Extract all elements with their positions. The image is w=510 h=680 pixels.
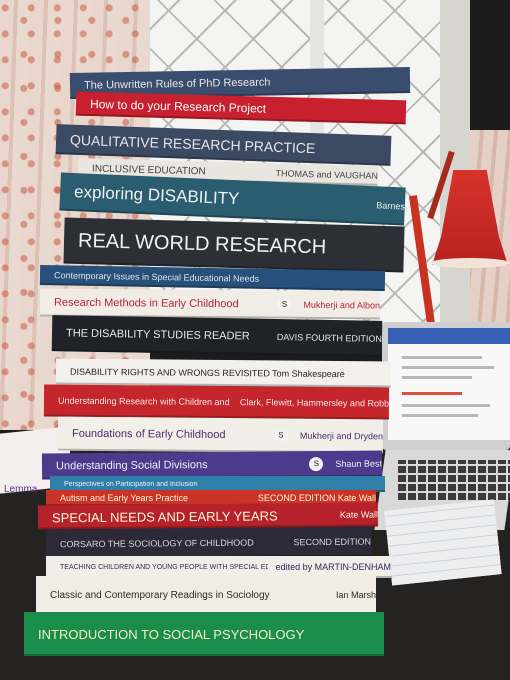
spiral-notebook: [384, 499, 502, 586]
book-spine: THE DISABILITY STUDIES READER DAVIS FOURT…: [51, 315, 383, 357]
book-title: Contemporary Issues in Special Education…: [53, 270, 260, 284]
publisher-logo-icon: S: [309, 457, 324, 472]
book-author: Ian Marsh: [335, 590, 376, 600]
book-spine: INTRODUCTION TO SOCIAL PSYCHOLOGY: [24, 612, 384, 656]
book-title: Foundations of Early Childhood: [71, 427, 226, 442]
book-title: Research Methods in Early Childhood: [53, 296, 239, 311]
book-spine: Autism and Early Years Practice SECOND ED…: [46, 490, 376, 506]
book-author: Barnes: [376, 200, 406, 212]
document-line: [402, 404, 490, 407]
book-title: TEACHING CHILDREN AND YOUNG PEOPLE WITH …: [60, 563, 268, 571]
document-highlight: [402, 392, 462, 395]
book-spine: REAL WORLD RESEARCH: [63, 217, 405, 273]
book-title: Understanding Research with Children and…: [57, 395, 232, 408]
document-line: [402, 366, 494, 369]
book-author: Mukherji and Dryden: [299, 430, 384, 442]
book-spine: SPECIAL NEEDS AND EARLY YEARS Kate Wall: [37, 502, 379, 530]
desk-lamp-rim: [430, 258, 510, 268]
book-title: Autism and Early Years Practice: [60, 493, 189, 503]
publisher-logo-icon: S: [273, 428, 289, 443]
book-spine: Perspectives on Participation and Inclus…: [50, 476, 385, 492]
book-spine: CORSARO THE SOCIOLOGY OF CHILDHOOD SECOND…: [45, 526, 372, 560]
book-title: How to do your Research Project: [89, 97, 267, 116]
book-spine: TEACHING CHILDREN AND YOUNG PEOPLE WITH …: [46, 556, 391, 578]
document-line: [402, 356, 482, 359]
book-title: SPECIAL NEEDS AND EARLY YEARS: [51, 507, 278, 525]
book-spine: Foundations of Early Childhood S Mukherji …: [57, 416, 384, 454]
paper-note: Lemma: [4, 484, 38, 495]
book-author: Clark, Flewitt, Hammersley and Robb: [239, 397, 390, 409]
laptop-screen: [388, 328, 510, 440]
book-author: THOMAS and VAUGHAN: [275, 168, 379, 181]
document-line: [402, 414, 478, 417]
publisher-logo-icon: S: [277, 297, 292, 312]
book-author: Mukherji and Albon: [303, 299, 381, 311]
book-title: Classic and Contemporary Readings in Soc…: [50, 589, 270, 601]
book-title: QUALITATIVE RESEARCH PRACTICE: [69, 131, 316, 157]
book-title: DISABILITY RIGHTS AND WRONGS REVISITED T…: [69, 366, 345, 380]
laptop-keyboard: [398, 460, 510, 500]
book-spine: Classic and Contemporary Readings in Soc…: [36, 576, 376, 614]
book-title: REAL WORLD RESEARCH: [77, 229, 327, 258]
book-title: exploring DISABILITY: [73, 182, 240, 209]
book-title: INTRODUCTION TO SOCIAL PSYCHOLOGY: [38, 626, 305, 642]
book-spine: Understanding Research with Children and…: [43, 384, 390, 420]
book-title: CORSARO THE SOCIOLOGY OF CHILDHOOD: [59, 537, 254, 550]
document-line: [402, 376, 472, 379]
book-author: edited by MARTIN-DENHAM: [275, 562, 391, 572]
book-title: Understanding Social Divisions: [55, 459, 208, 473]
book-author: SECOND EDITION Kate Wall: [257, 493, 376, 503]
book-author: DAVIS FOURTH EDITION: [276, 332, 383, 344]
book-author: Kate Wall: [339, 509, 379, 520]
book-author: SECOND EDITION: [293, 536, 372, 548]
book-author: Shaun Best: [335, 458, 383, 469]
book-spine: DISABILITY RIGHTS AND WRONGS REVISITED T…: [55, 358, 392, 388]
book-title: The Unwritten Rules of PhD Research: [83, 76, 271, 92]
book-title: Perspectives on Participation and Inclus…: [64, 480, 198, 488]
laptop-toolbar: [388, 328, 510, 344]
book-title: THE DISABILITY STUDIES READER: [65, 327, 250, 343]
